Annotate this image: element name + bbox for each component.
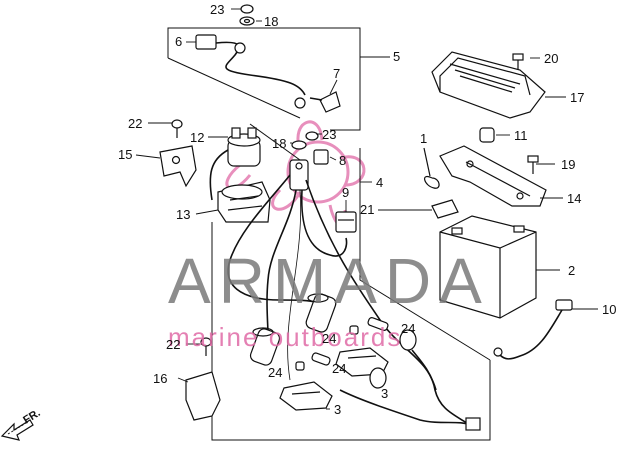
fuse-24-a (367, 317, 389, 331)
callout-14: 14 (567, 191, 581, 206)
bolt-20 (512, 53, 524, 70)
callout-9: 9 (342, 185, 349, 200)
bolt-22-top (171, 119, 183, 138)
callout-5: 5 (393, 49, 400, 64)
callout-4: 4 (376, 175, 383, 190)
fuse-holder-lower (249, 327, 281, 366)
callout-16: 16 (153, 371, 167, 386)
assembly-frame-4 (211, 123, 491, 441)
leader-lines (135, 8, 598, 410)
callout-3-lower: 3 (334, 402, 341, 417)
battery-cable-10 (493, 299, 573, 360)
fuse-24-d (295, 361, 305, 371)
callout-6: 6 (175, 34, 182, 49)
fuse-holder-upper (305, 293, 337, 333)
callout-15: 15 (118, 147, 132, 162)
callout-24-b: 24 (322, 331, 336, 346)
callout-1: 1 (420, 131, 427, 146)
bolt-19 (527, 155, 539, 174)
callout-19: 19 (561, 157, 575, 172)
battery-holder-14 (439, 145, 547, 207)
fuse-box-3-lower (279, 381, 333, 411)
bracket-16 (185, 371, 221, 421)
grommet-upper (399, 329, 417, 351)
bracket-15 (159, 145, 197, 188)
bolt-22-lower (200, 337, 212, 356)
callout-labels: 23 18 6 5 7 20 17 22 12 18 23 1 11 15 8 … (118, 2, 616, 417)
battery-cable-5 (195, 34, 341, 113)
callout-22-lower: 22 (166, 337, 180, 352)
watermark-title: ARMADA (168, 245, 490, 317)
callout-20: 20 (544, 51, 558, 66)
clamp-21 (431, 199, 459, 219)
callout-12: 12 (190, 130, 204, 145)
callout-7: 7 (333, 66, 340, 81)
washer-18-top (239, 16, 255, 26)
harness-end-connector (465, 417, 481, 431)
callout-24-d: 24 (332, 361, 346, 376)
callout-23-top: 23 (210, 2, 224, 17)
grommet-lower (369, 367, 387, 389)
fuse-24-b (349, 325, 359, 335)
callout-24-c: 24 (268, 365, 282, 380)
clip-1 (423, 147, 440, 189)
nut-23-mid (305, 131, 319, 141)
rubber-11 (479, 127, 495, 143)
wire-harness-4 (227, 159, 471, 426)
washer-18-mid (291, 140, 307, 150)
connector-8 (313, 149, 329, 165)
harness-branch-a (411, 349, 437, 391)
callout-3-upper: 3 (381, 386, 388, 401)
connector-9 (335, 211, 357, 233)
relay-housing-13 (217, 181, 271, 223)
watermark-subtitle: marine outboards (168, 322, 402, 352)
starter-relay-12 (209, 127, 261, 201)
callout-24-a: 24 (401, 321, 415, 336)
callout-10: 10 (602, 302, 616, 317)
callout-8: 8 (339, 153, 346, 168)
callout-11: 11 (514, 128, 528, 143)
fuse-24-c (311, 352, 331, 366)
battery-2 (439, 215, 537, 319)
callout-21: 21 (360, 202, 374, 217)
front-direction-arrow: FR. (0, 407, 43, 441)
battery-cover-17 (431, 51, 546, 119)
callout-2: 2 (568, 263, 575, 278)
callout-18-top: 18 (264, 14, 278, 29)
callout-17: 17 (570, 90, 584, 105)
callout-18-mid: 18 (272, 136, 286, 151)
callout-22-top: 22 (128, 116, 142, 131)
callout-13: 13 (176, 207, 190, 222)
nut-23-top (240, 4, 254, 14)
callout-23-mid: 23 (322, 127, 336, 142)
assembly-frame-5 (167, 27, 361, 131)
harness-branch-b (339, 389, 471, 426)
